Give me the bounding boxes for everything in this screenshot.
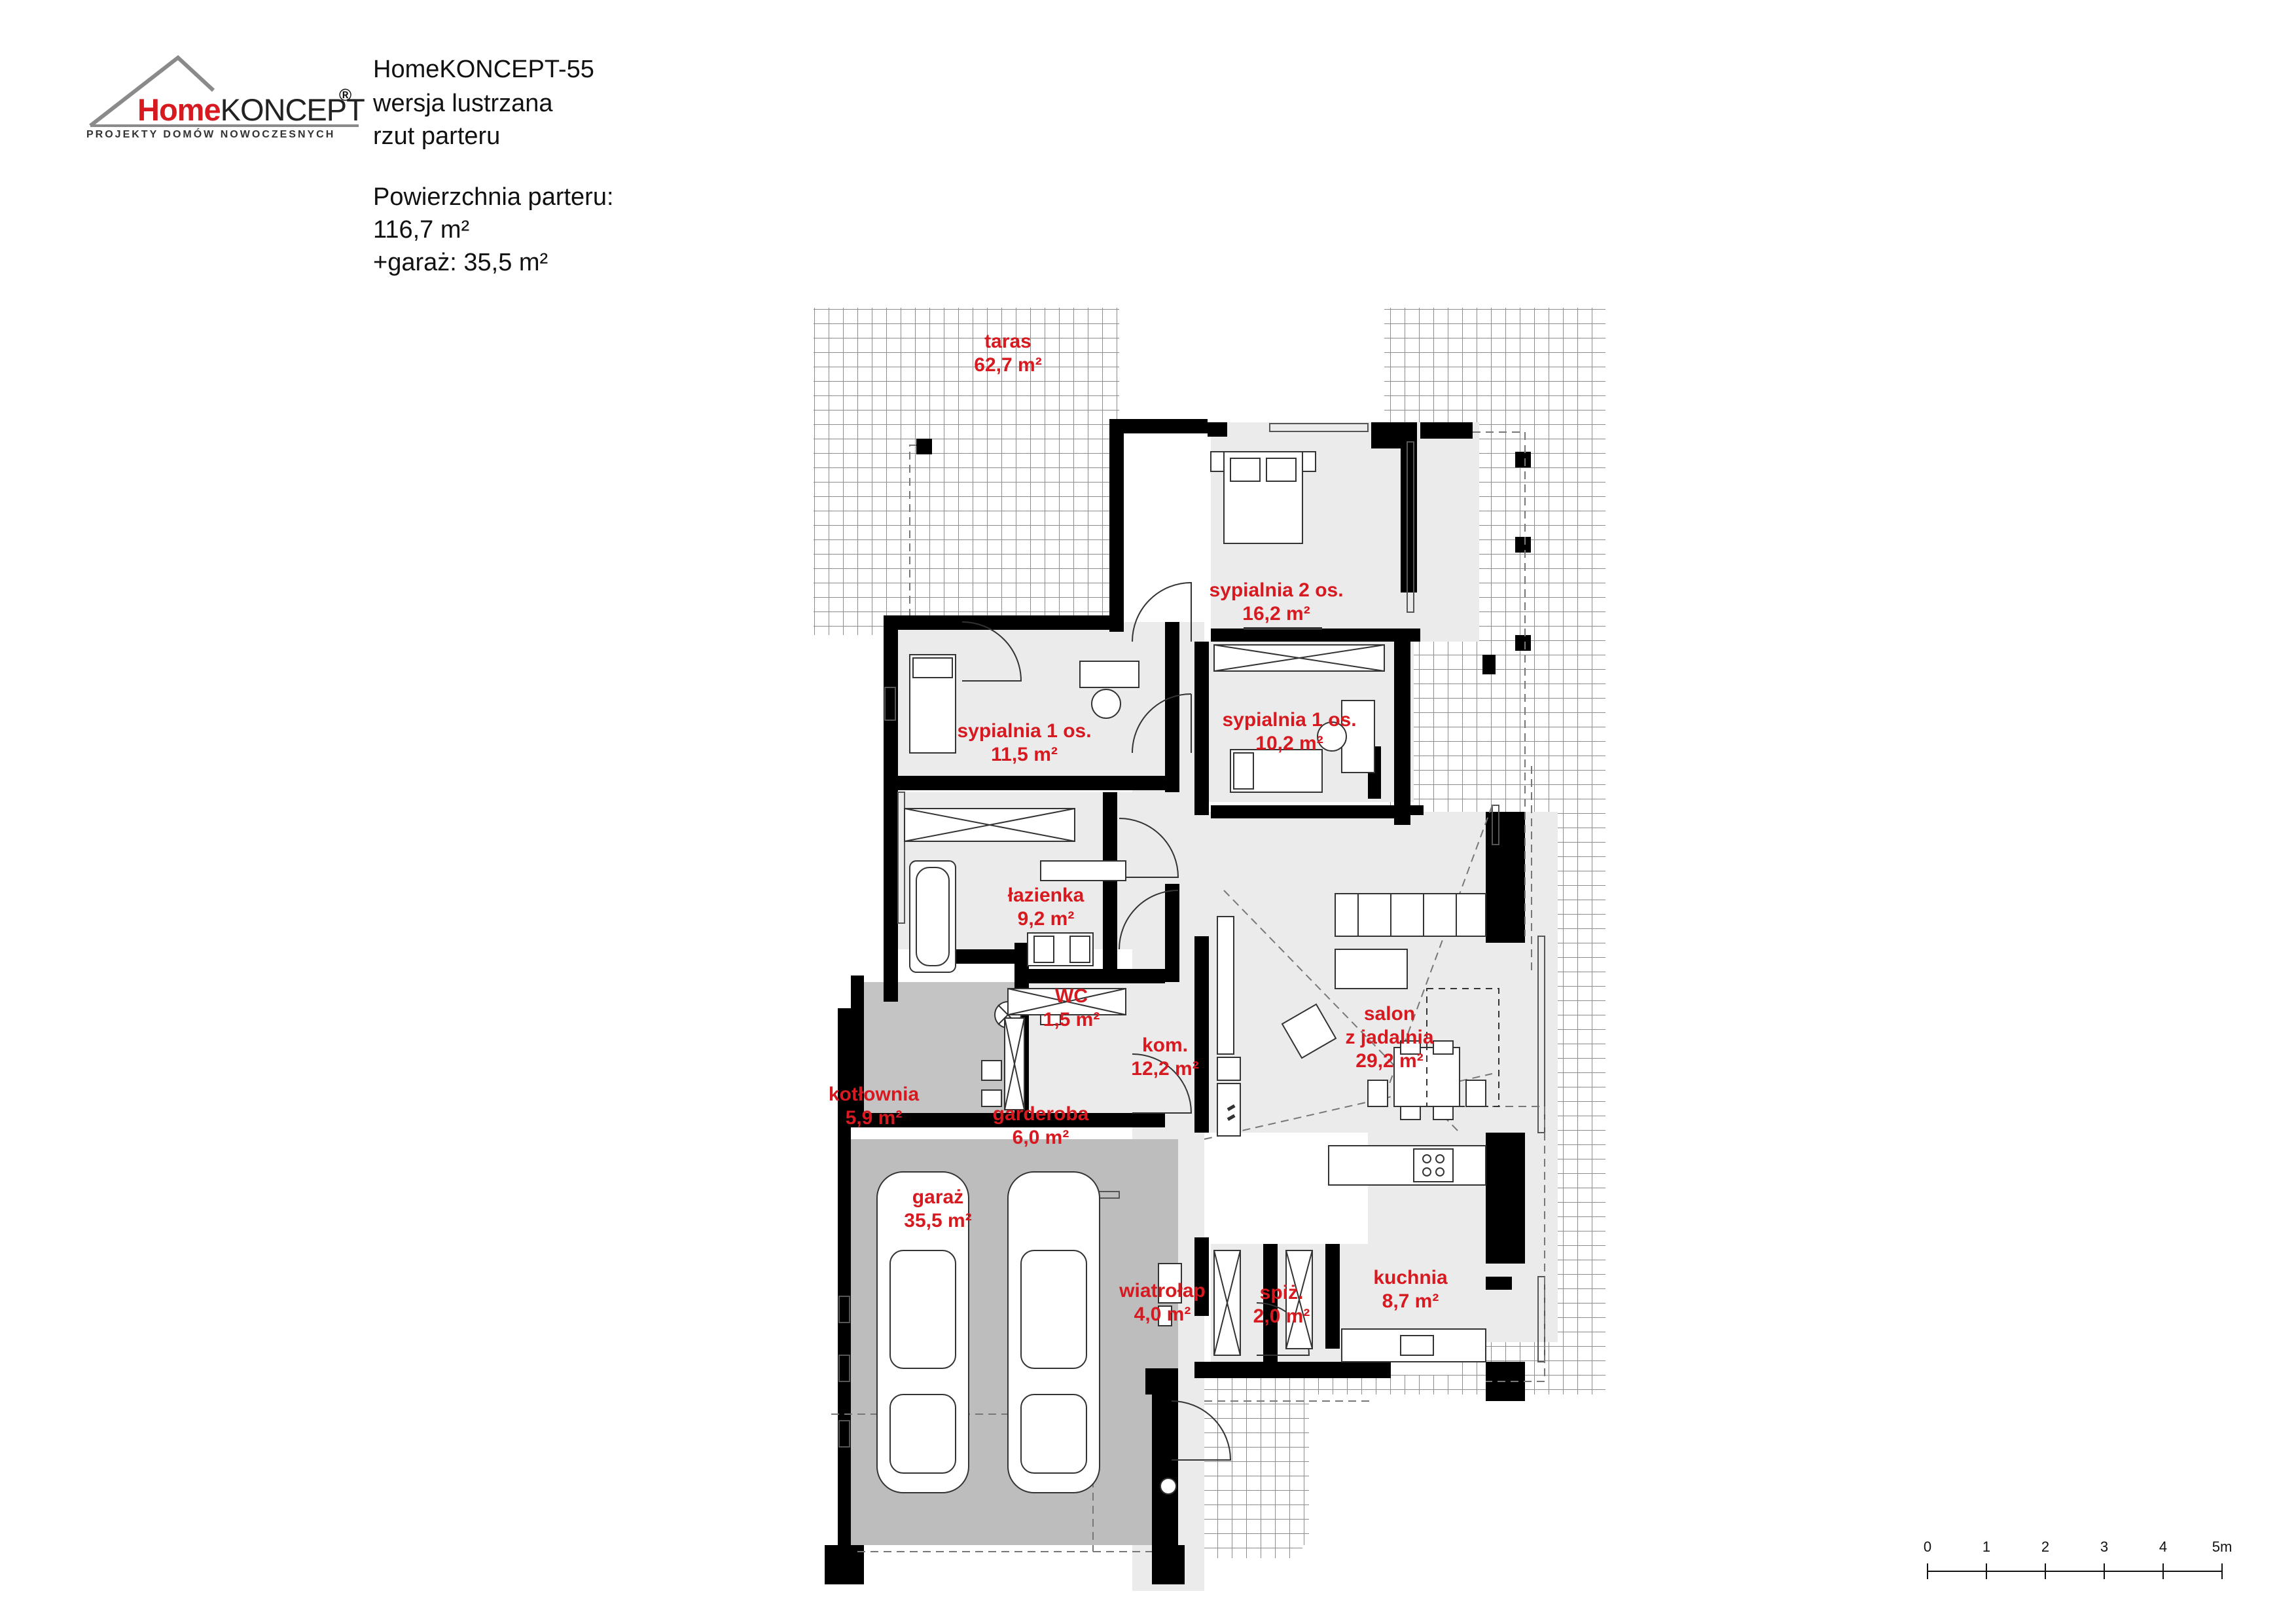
- room-sypialnia-1b: sypialnia 1 os.10,2 m²: [1222, 709, 1357, 754]
- garage-area: +garaż: 35,5 m²: [373, 249, 548, 276]
- area-label: Powierzchnia parteru:: [373, 183, 614, 211]
- chair-icon: [1091, 689, 1121, 719]
- registered-mark: ®: [339, 85, 352, 105]
- roof-icon: [89, 55, 359, 128]
- walls: [825, 419, 1531, 1584]
- armchair-icon: [1281, 1003, 1337, 1059]
- homekoncept-logo: HomeKONCEPT ® PROJEKTY DOMÓW NOWOCZESNYC…: [85, 52, 365, 151]
- room-spiz: spiż.2,0 m²: [1253, 1282, 1310, 1327]
- sink-icon: [1400, 1335, 1434, 1356]
- floor-plan-drawing: [814, 308, 1605, 1591]
- logo-wordmark: HomeKONCEPT: [137, 92, 365, 127]
- project-title: HomeKONCEPT-55: [373, 56, 594, 83]
- scale-tick-label: 0: [1923, 1539, 1932, 1555]
- chimney-marks: [1227, 1104, 1236, 1122]
- logo-tagline: PROJEKTY DOMÓW NOWOCZESNYCH: [86, 129, 336, 140]
- chair-icon: [1317, 721, 1347, 752]
- area-value: 116,7 m²: [373, 216, 470, 244]
- title-block: HomeKONCEPT ® PROJEKTY DOMÓW NOWOCZESNYC…: [0, 0, 720, 308]
- scale-tick-label: 1: [1982, 1539, 1991, 1555]
- room-sypialnia-1a: sypialnia 1 os.11,5 m²: [957, 720, 1092, 765]
- scale-tick-label: 2: [2041, 1539, 2050, 1555]
- windows: [838, 423, 1545, 1448]
- sofa-icon: [1335, 893, 1486, 937]
- toilet-icon: [1033, 936, 1054, 963]
- project-variant: wersja lustrzana: [373, 90, 553, 117]
- kitchen-island-icon: [1328, 1145, 1486, 1186]
- boiler-icon: [981, 1089, 1002, 1107]
- scale-bar: 0 1 2 3 4 5m: [1898, 1539, 2238, 1597]
- room-sypialnia-2: sypialnia 2 os.16,2 m²: [1209, 579, 1344, 625]
- furniture: [876, 451, 1499, 1495]
- scale-tick-label: 5m: [2212, 1539, 2233, 1555]
- scale-tick-label: 3: [2100, 1539, 2109, 1555]
- scale-tick-label: 4: [2159, 1539, 2168, 1555]
- drain-icon: [1160, 1478, 1177, 1495]
- room-kom: kom.12,2 m²: [1131, 1034, 1199, 1080]
- plan-view: rzut parteru: [373, 122, 501, 150]
- scale-ruler: [1927, 1563, 2223, 1579]
